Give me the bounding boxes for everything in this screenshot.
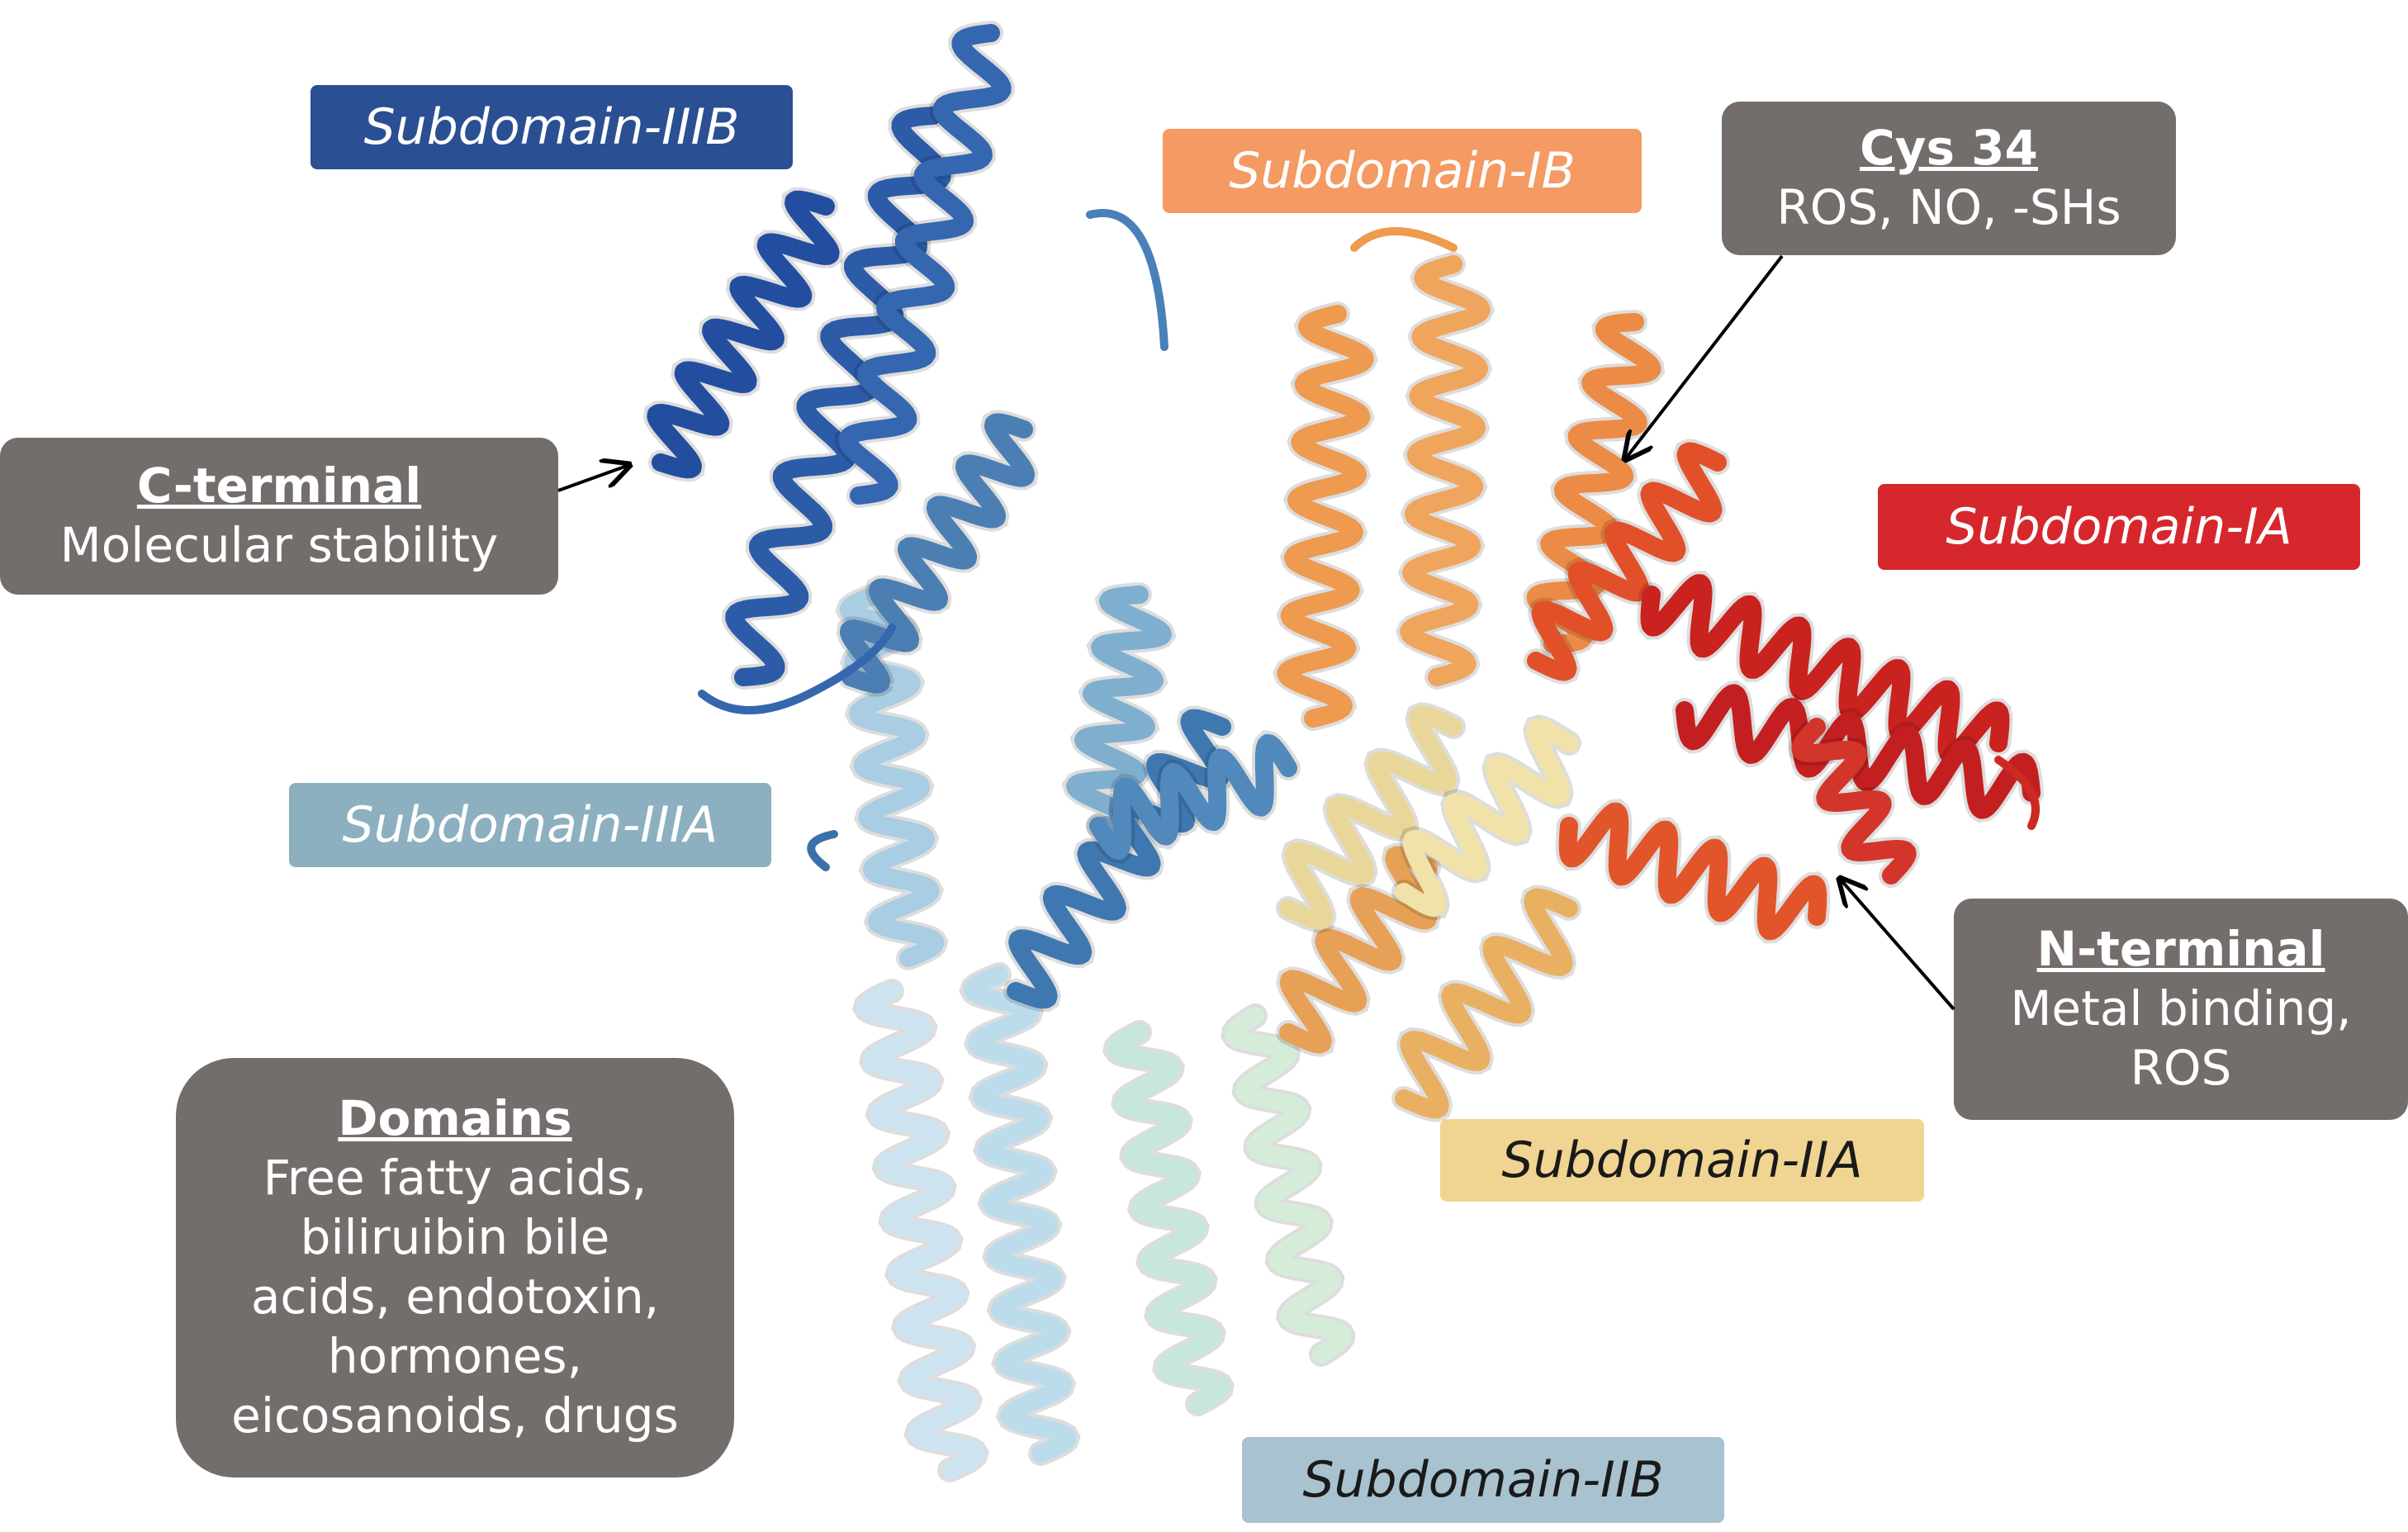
helix-iii-3: [1089, 733, 1297, 861]
helix-iib-2: [1224, 1007, 1353, 1364]
helix-ribbons: [643, 21, 2044, 1482]
helix-iib-1: [1106, 1023, 1231, 1413]
helix-ia-3: [1791, 718, 1917, 885]
cys34-title: Cys 34: [1860, 120, 2038, 177]
label-subdomain-iiia: Subdomain-IIIA: [289, 783, 771, 867]
c-terminal-box: C-terminal Molecular stability: [0, 438, 558, 595]
helix-ib-3: [1526, 313, 1661, 653]
helix-ii-2: [1395, 888, 1578, 1119]
cys34-arrow: [1625, 254, 1784, 459]
domains-detail: Free fatty acids, biliruibin bile acids,…: [231, 1150, 679, 1444]
label-subdomain-ia: Subdomain-IA: [1878, 484, 2360, 570]
loop-4: [1350, 227, 1458, 252]
n-terminal-box: N-terminal Metal binding, ROS: [1954, 899, 2408, 1120]
c-terminal-title: C-terminal: [136, 458, 422, 515]
label-subdomain-ib: Subdomain-IB: [1163, 129, 1642, 213]
loop-2: [807, 830, 838, 871]
n-terminal-arrow: [1840, 879, 1955, 1011]
loop-5: [1994, 756, 2040, 830]
helix-i-1: [1558, 802, 1827, 941]
helix-iii-1: [839, 413, 1036, 694]
loop-1: [698, 624, 896, 714]
cys34-box: Cys 34 ROS, NO, -SHs: [1722, 102, 2176, 255]
c-terminal-detail: Molecular stability: [59, 517, 499, 573]
domains-box: Domains Free fatty acids, biliruibin bil…: [176, 1058, 734, 1477]
cys34-detail: ROS, NO, -SHs: [1776, 179, 2121, 235]
helix-ia-1: [1640, 574, 2010, 764]
label-subdomain-iiib: Subdomain-IIIB: [310, 85, 793, 169]
helix-iiib-1: [647, 190, 840, 479]
label-subdomain-iia: Subdomain-IIA: [1440, 1119, 1924, 1202]
domains-title: Domains: [338, 1090, 572, 1147]
helix-ib-1: [1277, 305, 1374, 728]
helix-i-2: [1527, 442, 1727, 681]
helix-ib-2: [1400, 255, 1491, 686]
label-subdomain-iib: Subdomain-IIB: [1242, 1437, 1724, 1523]
helix-iia-2: [1395, 718, 1578, 918]
helix-iiia-4: [1066, 586, 1172, 835]
c-terminal-arrow: [557, 465, 629, 492]
helix-iia-1: [1279, 705, 1462, 930]
n-terminal-detail: Metal binding, ROS: [2010, 980, 2352, 1096]
loop-3: [1086, 209, 1168, 351]
helix-iiia-2: [963, 965, 1077, 1463]
helix-iiib-2: [725, 107, 951, 686]
helix-iiia-1: [856, 982, 985, 1479]
n-terminal-title: N-terminal: [2036, 921, 2325, 978]
helix-iiib-3: [838, 24, 1012, 505]
